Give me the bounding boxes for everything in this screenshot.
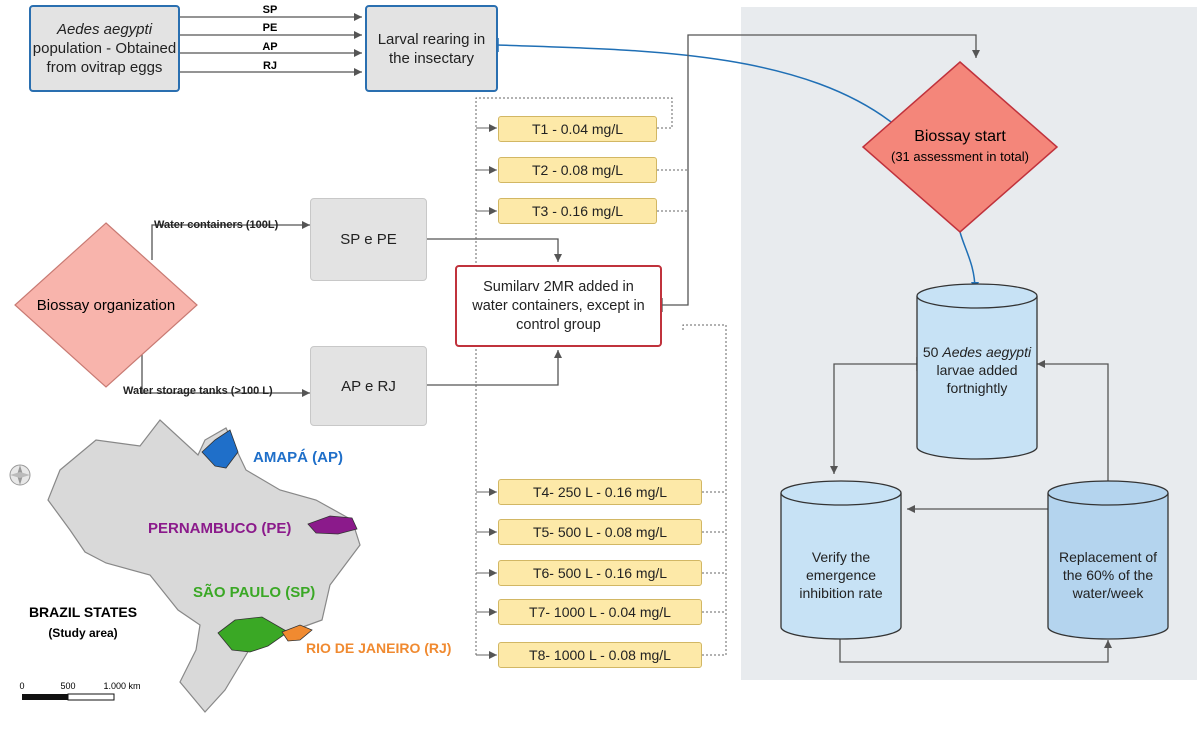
sppe-to-sumilarv	[427, 238, 562, 262]
rearing-to-start-connector	[497, 44, 896, 126]
replace-cylinder	[1047, 480, 1169, 640]
sumilarv-to-start-connector	[662, 34, 980, 306]
scale-label-1000: 1.000 km	[103, 681, 140, 691]
treatment-t4: T4- 250 L - 0.16 mg/L	[498, 479, 702, 505]
treatment-t1: T1 - 0.04 mg/L	[498, 116, 657, 142]
larvae-word: larvae	[936, 362, 975, 378]
treatment-t8: T8- 1000 L - 0.08 mg/L	[498, 642, 702, 668]
label-amapa: AMAPÁ (AP)	[253, 449, 343, 466]
map-title: BRAZIL STATES	[29, 604, 137, 620]
rearing-box: Larval rearing in the insectary	[365, 5, 498, 92]
larvae-cylinder	[916, 283, 1038, 460]
containers-branch	[151, 221, 310, 260]
amapa-shape	[201, 429, 239, 469]
biossay-start-diamond	[861, 61, 1059, 233]
ap-rj-label: AP e RJ	[341, 377, 396, 395]
source-population-box: Aedes aegypti population - Obtained from…	[29, 5, 180, 92]
state-label-sp: SP	[263, 4, 278, 16]
larvae-text: 50 Aedes aegypti larvae added fortnightl…	[920, 330, 1034, 410]
sao-paulo-shape	[217, 616, 289, 653]
rio-de-janeiro-shape	[281, 624, 313, 642]
larvae-schedule: added fortnightly	[946, 362, 1018, 396]
label-rio-de-janeiro: RIO DE JANEIRO (RJ)	[306, 640, 451, 656]
treatment-t1-label: T1 - 0.04 mg/L	[531, 121, 624, 137]
treatment-t7-label: T7- 1000 L - 0.04 mg/L	[529, 604, 671, 620]
treatment-t4-label: T4- 250 L - 0.16 mg/L	[532, 484, 668, 500]
larvae-count: 50	[922, 344, 939, 360]
biossay-start-subtitle: (31 assessment in total)	[891, 149, 1029, 164]
source-description: population - Obtained from ovitrap eggs	[32, 40, 177, 76]
scale-label-500: 500	[60, 681, 75, 691]
treatment-t3: T3 - 0.16 mg/L	[498, 198, 657, 224]
scale-label-0: 0	[19, 681, 24, 691]
treatment-t2-label: T2 - 0.08 mg/L	[531, 162, 624, 178]
verify-text: Verify the emergence inhibition rate	[784, 535, 898, 615]
label-sao-paulo: SÃO PAULO (SP)	[193, 583, 315, 601]
state-label-ap: AP	[262, 41, 277, 53]
biossay-start-title: Biossay start	[914, 128, 1006, 145]
verify-label: Verify the emergence inhibition rate	[799, 549, 883, 601]
treatment-t5-label: T5- 500 L - 0.08 mg/L	[532, 524, 668, 540]
treatment-t8-label: T8- 1000 L - 0.08 mg/L	[529, 647, 671, 663]
treatment-t2: T2 - 0.08 mg/L	[498, 157, 657, 183]
replace-to-larvae	[1037, 360, 1109, 493]
rearing-label: Larval rearing in the insectary	[377, 30, 486, 67]
larvae-to-verify	[830, 363, 917, 474]
compass-icon	[9, 464, 31, 486]
verify-to-replace	[839, 638, 1112, 663]
scale-bar	[22, 693, 115, 701]
treatment-t7: T7- 1000 L - 0.04 mg/L	[498, 599, 702, 625]
treatment-t3-label: T3 - 0.16 mg/L	[531, 203, 624, 219]
treatment-arrows	[476, 124, 497, 659]
sumilarv-label: Sumilarv 2MR added in water containers, …	[472, 278, 645, 333]
label-pernambuco: PERNAMBUCO (PE)	[148, 520, 291, 537]
source-arrows	[180, 13, 362, 76]
sp-pe-box: SP e PE	[310, 198, 427, 281]
sumilarv-box: Sumilarv 2MR added in water containers, …	[455, 265, 662, 347]
water-storage-label: Water storage tanks (>100 L)	[123, 385, 273, 397]
sp-pe-label: SP e PE	[340, 231, 397, 248]
larvae-species: Aedes aegypti	[942, 344, 1032, 360]
pernambuco-shape	[307, 515, 358, 535]
treatment-t5: T5- 500 L - 0.08 mg/L	[498, 519, 702, 545]
ap-rj-box: AP e RJ	[310, 346, 427, 426]
treatment-connectors	[475, 97, 727, 656]
water-containers-label: Water containers (100L)	[154, 219, 279, 231]
map-subtitle: (Study area)	[48, 626, 117, 640]
treatment-t6: T6- 500 L - 0.16 mg/L	[498, 560, 702, 586]
storage-branch	[141, 350, 310, 397]
brazil-map	[47, 419, 361, 713]
aprj-to-sumilarv	[427, 350, 562, 386]
state-label-rj: RJ	[263, 60, 277, 72]
replace-label: Replacement of the 60% of the water/week	[1058, 549, 1158, 601]
state-label-pe: PE	[263, 22, 278, 34]
source-species: Aedes aegypti	[56, 21, 153, 38]
verify-cylinder	[780, 480, 902, 640]
organization-diamond	[14, 222, 198, 388]
replace-text: Replacement of the 60% of the water/week	[1050, 535, 1166, 615]
treatment-t6-label: T6- 500 L - 0.16 mg/L	[532, 565, 668, 581]
organization-label: Biossay organization	[37, 297, 175, 314]
